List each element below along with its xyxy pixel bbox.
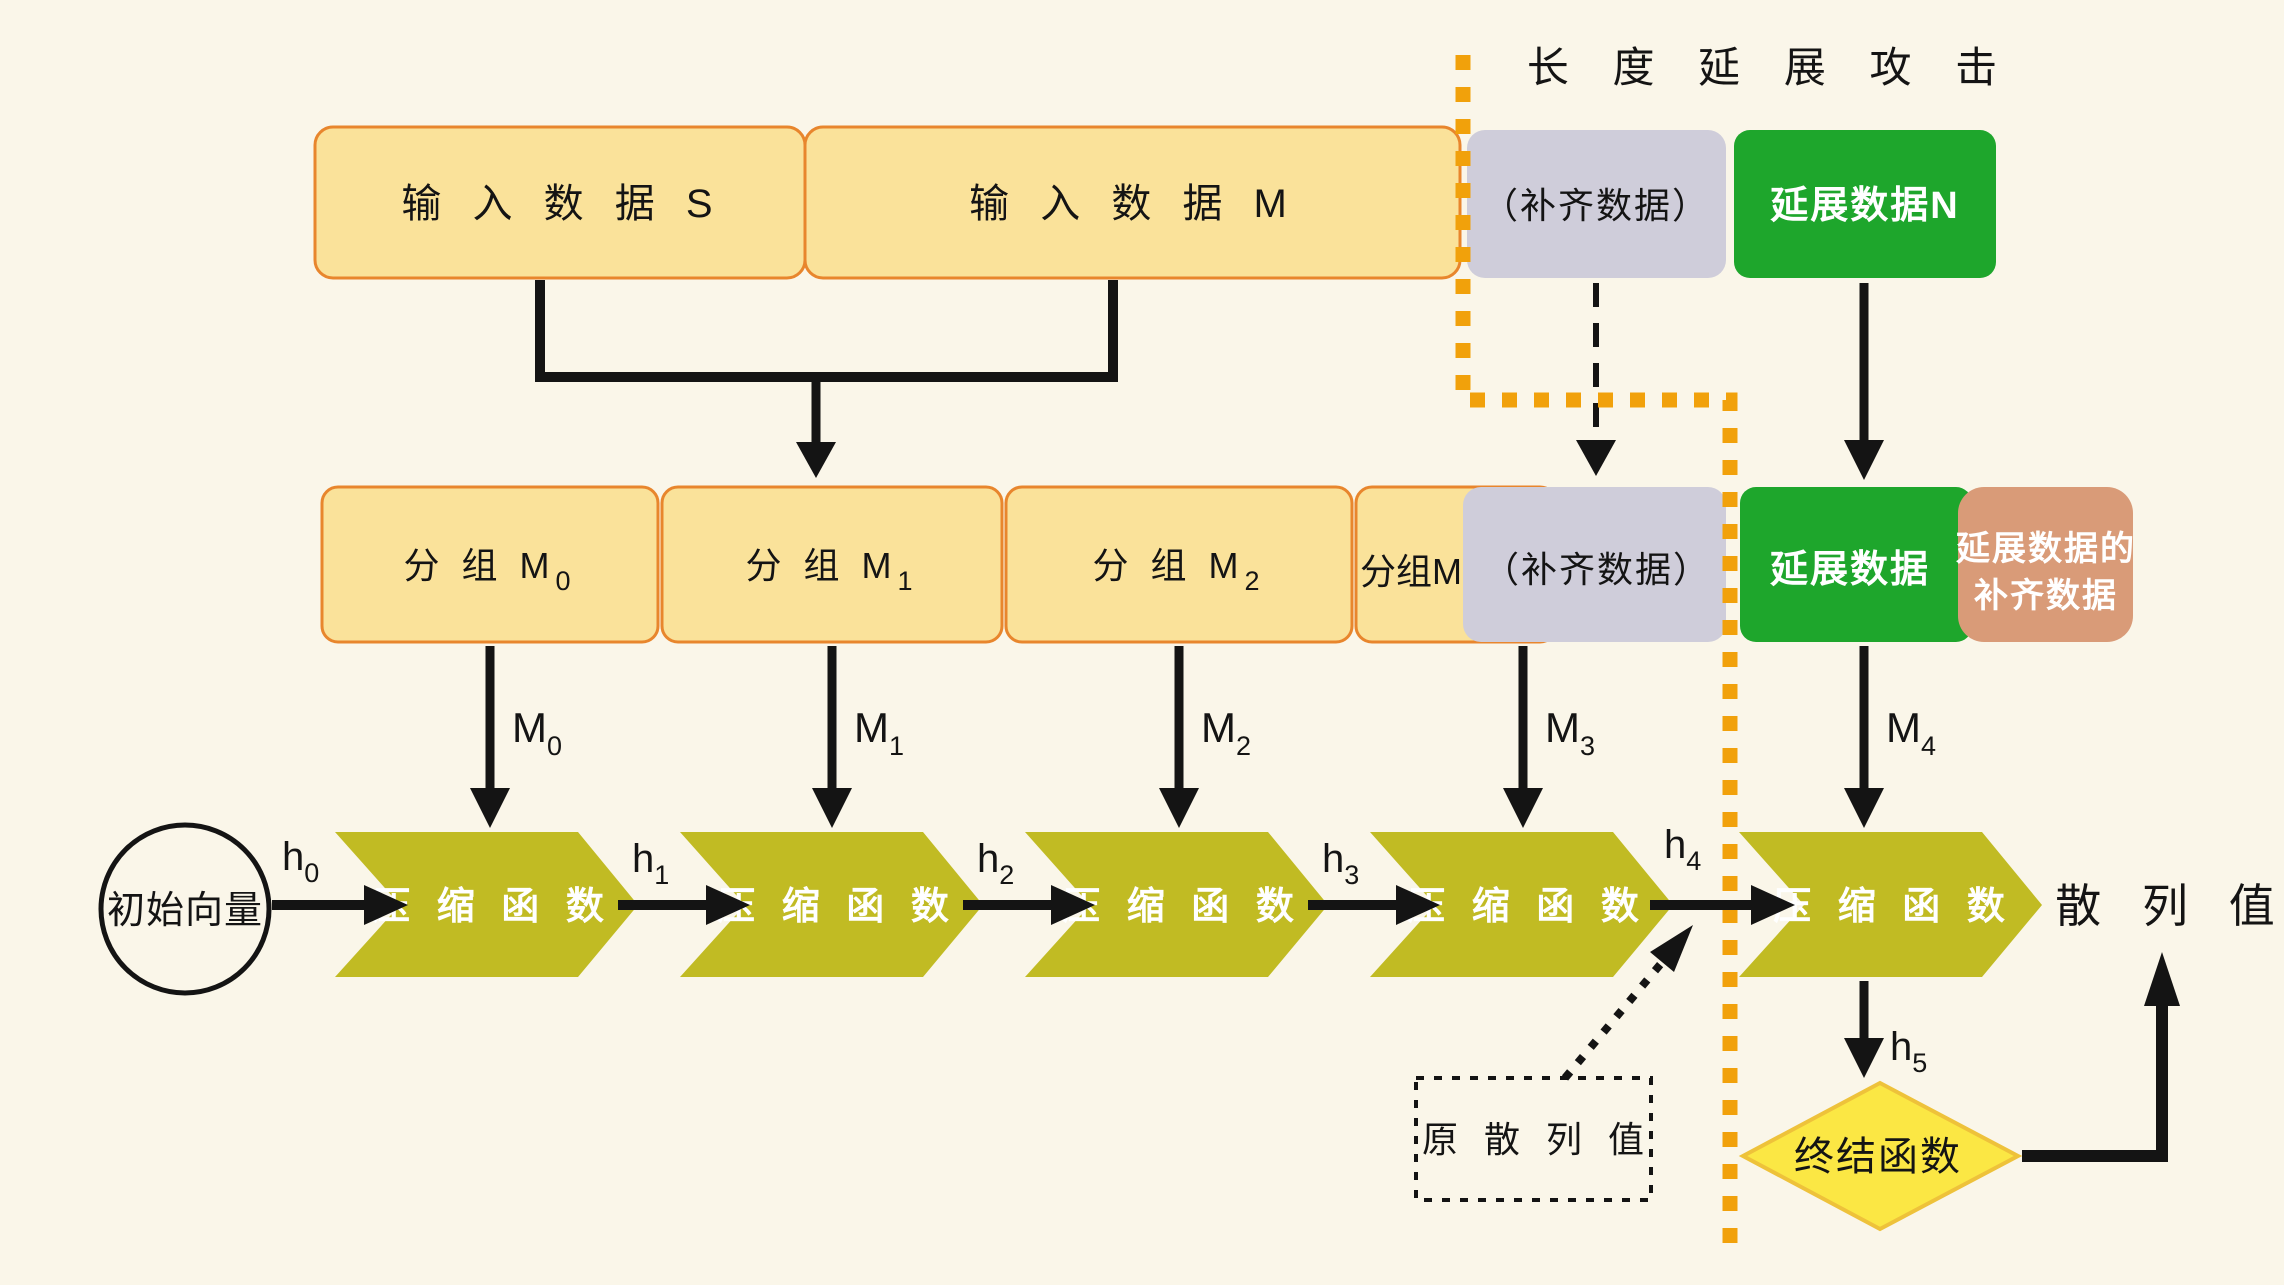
h2-label: h2 xyxy=(977,837,1014,890)
h1-text: h xyxy=(632,837,654,881)
output-elbow-line xyxy=(2022,1002,2168,1162)
h4-text: h xyxy=(1664,823,1686,867)
h5-arrow-head xyxy=(1844,1038,1884,1078)
compression-chevron-4 xyxy=(1370,832,1673,977)
m2-subscript: 2 xyxy=(1236,731,1251,761)
h5-label: h5 xyxy=(1890,1025,1927,1078)
extension-data-box xyxy=(1740,487,1972,642)
compression-label-1: 压 缩 函 数 xyxy=(372,886,612,928)
original-hash-pointer-head xyxy=(1650,925,1693,972)
compression-chevron-5 xyxy=(1739,832,2042,977)
m2-label: M2 xyxy=(1201,704,1251,761)
extension-data-label: 延展数据 xyxy=(1770,549,1930,591)
group-m1-subscript: 1 xyxy=(897,566,918,596)
h5-subscript: 5 xyxy=(1912,1048,1927,1078)
padding-data-label-bottom: （补齐数据） xyxy=(1483,549,1711,590)
group-m0-text: 分 组 M xyxy=(403,545,555,586)
group-m2-text: 分 组 M xyxy=(1092,545,1244,586)
compression-label-2: 压 缩 函 数 xyxy=(717,886,957,928)
final-function-label: 终结函数 xyxy=(1794,1135,1962,1179)
compression-chevron-2 xyxy=(680,832,983,977)
m4-label: M4 xyxy=(1886,704,1936,761)
h3-subscript: 3 xyxy=(1344,860,1359,890)
extension-padding-label-line1: 延展数据的 xyxy=(1956,530,2136,568)
padding-data-box-top xyxy=(1467,130,1726,278)
output-arrow-head xyxy=(2144,952,2180,1006)
m3-subscript: 3 xyxy=(1580,731,1595,761)
group-m1-text: 分 组 M xyxy=(745,545,897,586)
hash-chain-arrows xyxy=(272,885,1795,925)
initial-vector-circle xyxy=(98,822,272,996)
group-m2-label: 分 组 M2 xyxy=(1092,545,1265,596)
compression-chevrons xyxy=(335,832,2042,977)
padding-data-label-top: （补齐数据） xyxy=(1482,185,1710,226)
hash-value-label: 散 列 值 xyxy=(2055,880,2284,932)
h2-subscript: 2 xyxy=(999,860,1014,890)
final-function-diamond xyxy=(1738,1080,2023,1232)
h3-label: h3 xyxy=(1322,837,1359,890)
extension-arrow-head xyxy=(1844,440,1884,480)
h4-label: h4 xyxy=(1664,823,1701,876)
original-hash-pointer-line xyxy=(1561,957,1668,1081)
input-m-box xyxy=(803,125,1462,280)
h3-text: h xyxy=(1322,837,1344,881)
m4-text: M xyxy=(1886,704,1921,751)
group-m0-box xyxy=(320,485,660,644)
group-m0-label: 分 组 M0 xyxy=(403,545,576,596)
group-m1-label: 分 组 M1 xyxy=(745,545,918,596)
original-hash-box xyxy=(1414,1076,1653,1202)
group-m2-box xyxy=(1004,485,1354,644)
h0-subscript: 0 xyxy=(304,858,319,888)
h5-text: h xyxy=(1890,1025,1912,1069)
h0-label: h0 xyxy=(282,835,319,888)
extension-padding-label-line2: 补齐数据 xyxy=(1974,577,2118,615)
h4-subscript: 4 xyxy=(1686,846,1701,876)
m1-text: M xyxy=(854,704,889,751)
h2-text: h xyxy=(977,837,999,881)
group-to-compression-arrows xyxy=(470,646,1884,828)
m1-label: M1 xyxy=(854,704,904,761)
m4-subscript: 4 xyxy=(1921,731,1936,761)
initial-vector-label: 初始向量 xyxy=(107,890,263,932)
split-arrow-head xyxy=(796,442,836,478)
padding-data-box-bottom xyxy=(1463,487,1726,642)
compression-chevron-1 xyxy=(335,832,638,977)
group-m0-subscript: 0 xyxy=(555,566,576,596)
m2-text: M xyxy=(1201,704,1236,751)
m0-subscript: 0 xyxy=(547,731,562,761)
extension-data-n-label: 延展数据N xyxy=(1770,185,1959,227)
m1-subscript: 1 xyxy=(889,731,904,761)
m3-text: M xyxy=(1545,704,1580,751)
group-m2-subscript: 2 xyxy=(1244,566,1265,596)
compression-label-4: 压 缩 函 数 xyxy=(1407,886,1647,928)
original-hash-label: 原 散 列 值 xyxy=(1422,1119,1652,1160)
compression-label-5: 压 缩 函 数 xyxy=(1773,886,2013,928)
compression-label-3: 压 缩 函 数 xyxy=(1062,886,1302,928)
padding-dashed-arrow-head xyxy=(1576,440,1616,476)
h1-label: h1 xyxy=(632,837,669,890)
h0-text: h xyxy=(282,835,304,879)
m0-text: M xyxy=(512,704,547,751)
input-s-label: 输 入 数 据 S xyxy=(401,182,722,226)
m3-label: M3 xyxy=(1545,704,1595,761)
attack-title: 长 度 延 展 攻 击 xyxy=(1527,44,2013,91)
extension-data-n-box xyxy=(1734,130,1996,278)
input-m-label: 输 入 数 据 M xyxy=(969,182,1297,226)
compression-chevron-3 xyxy=(1025,832,1328,977)
length-extension-boundary-line xyxy=(1455,55,1738,1248)
extension-padding-box xyxy=(1958,487,2133,642)
h1-subscript: 1 xyxy=(654,860,669,890)
split-bracket xyxy=(535,280,1118,382)
m0-label: M0 xyxy=(512,704,562,761)
group-m1-box xyxy=(660,485,1004,644)
group-m3-text: 分组M xyxy=(1360,551,1462,592)
